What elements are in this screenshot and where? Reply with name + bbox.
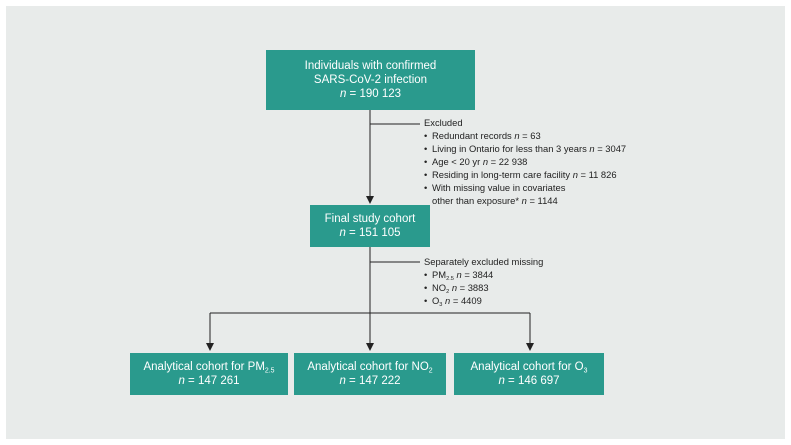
excluded-item-text: Living in Ontario for less than 3 years (432, 143, 590, 154)
excluded-item-text: Redundant records (432, 130, 515, 141)
excluded-item-text: Residing in long-term care facility (432, 169, 573, 180)
pollutant-subscript: 2 (428, 367, 433, 375)
box-cohort-pm25: Analytical cohort for PM2.5 n = 147 261 (130, 353, 288, 395)
excluded-item: Living in Ontario for less than 3 years … (424, 142, 684, 155)
n-symbol: n (521, 195, 527, 206)
excluded-item: With missing value in covariates (424, 181, 684, 194)
pollutant-name: NO (432, 282, 447, 293)
n-symbol: n (451, 282, 458, 293)
box-cohort-no2: Analytical cohort for NO2 n = 147 222 (294, 353, 446, 395)
excluded-heading: Excluded (424, 117, 463, 128)
excluded-item: Residing in long-term care facility n = … (424, 168, 684, 181)
separately-excluded-heading: Separately excluded missing (424, 256, 544, 267)
count-value: = 147 222 (345, 375, 401, 387)
n-symbol: n (482, 156, 489, 167)
separately-excluded-item: PM2.5 n = 3844 (424, 268, 624, 282)
pollutant-subscript: 2 (446, 288, 450, 295)
count-value: = 190 123 (346, 88, 402, 100)
excluded-item-text: other than exposure* (432, 195, 522, 206)
n-symbol: n (178, 375, 185, 387)
excluded-item-count: = 11 826 (577, 169, 617, 180)
cohort-label-text: Analytical cohort for PM (143, 361, 265, 373)
excluded-item: Age < 20 yr n = 22 938 (424, 155, 684, 168)
excluded-item-count: = 1144 (526, 195, 558, 206)
excluded-item-count: = 3883 (457, 282, 489, 293)
excluded-item-count: = 22 938 (488, 156, 528, 167)
n-symbol: n (514, 130, 520, 141)
separately-excluded-item: NO2 n = 3883 (424, 281, 624, 295)
box-final-study-cohort: Final study cohort n = 151 105 (310, 205, 430, 247)
excluded-list: Redundant records n = 63 Living in Ontar… (424, 129, 684, 207)
box-no2-label: Analytical cohort for NO2 (307, 360, 432, 374)
separately-excluded-item: O3 n = 4409 (424, 294, 624, 308)
n-symbol: n (339, 88, 347, 100)
n-symbol: n (498, 375, 505, 387)
excluded-item-count: = 63 (519, 130, 541, 141)
count-value: = 151 105 (345, 227, 401, 239)
excluded-item-continuation: other than exposure* n = 1144 (424, 194, 684, 207)
pollutant-name: O (432, 295, 440, 306)
box-no2-count: n = 147 222 (339, 374, 400, 388)
box-confirmed-line1: Individuals with confirmed (304, 60, 437, 72)
n-symbol: n (589, 143, 595, 154)
excluded-note: Excluded Redundant records n = 63 Living… (424, 116, 684, 207)
count-value: = 147 261 (184, 375, 240, 387)
excluded-item: Redundant records n = 63 (424, 129, 684, 142)
excluded-item-count: = 4409 (450, 295, 482, 306)
box-final-count: n = 151 105 (339, 226, 400, 240)
cohort-label-text: Analytical cohort for O (470, 361, 584, 373)
box-confirmed-infection: Individuals with confirmed SARS-CoV-2 in… (266, 50, 475, 110)
n-symbol: n (445, 295, 451, 306)
cohort-label-text: Analytical cohort for NO (307, 361, 429, 373)
pollutant-subscript: 3 (583, 367, 588, 375)
n-symbol: n (339, 227, 346, 239)
n-symbol: n (339, 375, 346, 387)
box-o3-count: n = 146 697 (498, 374, 559, 388)
box-final-label: Final study cohort (324, 213, 416, 225)
box-o3-label: Analytical cohort for O3 (471, 360, 588, 374)
box-confirmed-count: n = 190 123 (340, 87, 401, 101)
excluded-item-count: = 3844 (461, 269, 494, 280)
box-confirmed-line2: SARS-CoV-2 infection (313, 74, 428, 86)
n-symbol: n (456, 269, 462, 280)
excluded-item-count: = 3047 (594, 143, 627, 154)
excluded-item-text: Age < 20 yr (432, 156, 483, 167)
box-pm25-count: n = 147 261 (178, 374, 239, 388)
box-pm25-label: Analytical cohort for PM2.5 (143, 360, 274, 374)
excluded-item-text: With missing value in covariates (432, 182, 566, 193)
n-symbol: n (572, 169, 578, 180)
pollutant-subscript: 2.5 (446, 275, 454, 282)
separately-excluded-note: Separately excluded missing PM2.5 n = 38… (424, 255, 624, 308)
box-cohort-o3: Analytical cohort for O3 n = 146 697 (454, 353, 604, 395)
separately-excluded-list: PM2.5 n = 3844 NO2 n = 3883 O3 n = 4409 (424, 268, 624, 308)
pollutant-name: PM (432, 269, 447, 280)
count-value: = 146 697 (504, 375, 560, 387)
pollutant-subscript: 3 (439, 301, 443, 308)
pollutant-subscript: 2.5 (264, 367, 275, 375)
